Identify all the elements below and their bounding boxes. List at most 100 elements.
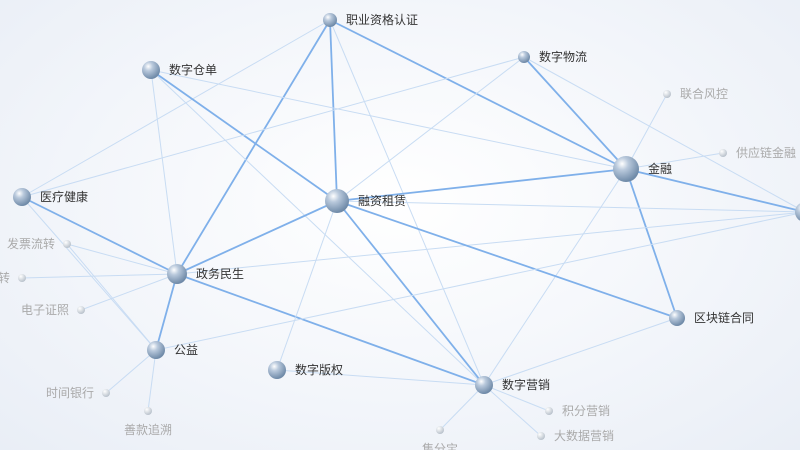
graph-edge <box>483 168 627 386</box>
graph-edge <box>336 56 525 202</box>
graph-edge <box>150 69 178 275</box>
graph-node[interactable]: 金融 <box>613 156 672 182</box>
node-label: 电子证照 <box>21 303 69 317</box>
graph-node[interactable]: 积分营销 <box>545 404 610 418</box>
node-sphere[interactable] <box>13 188 31 206</box>
graph-node[interactable]: 集分宝 <box>422 426 458 450</box>
graph-node[interactable]: 电子证照 <box>21 303 85 317</box>
graph-node[interactable]: 数字物流 <box>518 49 587 64</box>
node-sphere[interactable] <box>436 426 444 434</box>
node-label: 公益 <box>174 343 198 357</box>
node-sphere[interactable] <box>518 51 530 63</box>
node-label: 联合风控 <box>680 86 728 101</box>
node-label: 集分宝 <box>422 441 458 450</box>
graph-node[interactable]: 联合风控 <box>663 86 728 101</box>
graph-node[interactable]: 公益 <box>147 341 198 359</box>
graph-node[interactable]: 数字营销 <box>475 376 550 394</box>
graph-edge <box>21 196 157 351</box>
edges-layer <box>21 19 800 437</box>
graph-node[interactable]: 转 <box>0 270 26 285</box>
node-sphere[interactable] <box>669 310 685 326</box>
node-sphere[interactable] <box>268 361 286 379</box>
node-label: 融资租赁 <box>358 194 406 208</box>
node-label: 大数据营销 <box>554 428 614 443</box>
graph-edge <box>21 19 331 198</box>
graph-edge <box>523 56 800 210</box>
graph-edge <box>105 349 157 394</box>
node-label: 政务民生 <box>196 266 244 281</box>
graph-node[interactable]: 职业资格认证 <box>323 12 418 27</box>
graph-node[interactable] <box>795 202 800 222</box>
node-sphere[interactable] <box>795 202 800 222</box>
graph-edge <box>625 168 678 319</box>
graph-edge <box>176 19 331 275</box>
graph-node[interactable]: 融资租赁 <box>325 189 406 213</box>
graph-edge <box>276 369 485 386</box>
graph-edge <box>329 19 627 170</box>
node-label: 区块链合同 <box>694 310 754 325</box>
node-sphere[interactable] <box>323 13 337 27</box>
graph-edge <box>66 243 178 275</box>
node-sphere[interactable] <box>719 149 727 157</box>
node-sphere[interactable] <box>77 306 85 314</box>
graph-edge <box>483 317 678 386</box>
node-label: 职业资格认证 <box>346 12 418 27</box>
graph-node[interactable]: 供应链金融 <box>719 145 796 160</box>
graph-node[interactable]: 大数据营销 <box>537 428 614 443</box>
graph-edge <box>336 200 678 319</box>
graph-edge <box>155 273 178 351</box>
graph-edge <box>176 211 800 275</box>
graph-node[interactable]: 数字版权 <box>268 361 343 379</box>
node-sphere[interactable] <box>144 407 152 415</box>
node-label: 数字版权 <box>295 362 343 377</box>
node-sphere[interactable] <box>475 376 493 394</box>
node-label: 积分营销 <box>562 404 610 418</box>
node-label: 善款追溯 <box>124 422 172 437</box>
graph-edge <box>523 56 627 170</box>
node-sphere[interactable] <box>325 189 349 213</box>
node-sphere[interactable] <box>63 240 71 248</box>
graph-edge <box>80 273 178 311</box>
graph-edge <box>625 93 668 170</box>
graph-node[interactable]: 政务民生 <box>167 264 244 284</box>
graph-edge <box>66 243 157 351</box>
node-label: 发票流转 <box>7 236 55 251</box>
node-sphere[interactable] <box>102 389 110 397</box>
node-label: 时间银行 <box>46 386 94 400</box>
node-sphere[interactable] <box>147 341 165 359</box>
graph-edge <box>21 196 178 275</box>
node-label: 供应链金融 <box>736 145 796 160</box>
graph-edge <box>176 200 338 275</box>
node-label: 数字营销 <box>502 377 550 392</box>
graph-edge <box>276 200 338 371</box>
node-label: 医疗健康 <box>40 189 88 204</box>
node-label: 转 <box>0 270 10 285</box>
graph-node[interactable]: 数字仓单 <box>142 61 217 79</box>
graph-edge <box>150 69 627 170</box>
graph-node[interactable]: 发票流转 <box>7 236 71 251</box>
node-sphere[interactable] <box>663 90 671 98</box>
node-label: 数字仓单 <box>169 62 217 77</box>
graph-node[interactable]: 时间银行 <box>46 386 110 400</box>
node-sphere[interactable] <box>545 407 553 415</box>
graph-node[interactable]: 善款追溯 <box>124 407 172 437</box>
node-sphere[interactable] <box>613 156 639 182</box>
node-label: 数字物流 <box>539 49 587 64</box>
node-sphere[interactable] <box>142 61 160 79</box>
graph-node[interactable]: 医疗健康 <box>13 188 88 206</box>
graph-edge <box>483 384 550 412</box>
node-sphere[interactable] <box>18 274 26 282</box>
graph-edge <box>336 200 485 386</box>
graph-node[interactable]: 区块链合同 <box>669 310 754 326</box>
graph-edge <box>155 212 800 351</box>
graph-edge <box>150 69 485 386</box>
graph-edge <box>439 384 485 431</box>
graph-edge <box>336 200 800 213</box>
node-sphere[interactable] <box>167 264 187 284</box>
graph-edge <box>336 168 627 202</box>
node-sphere[interactable] <box>537 432 545 440</box>
graph-edge <box>176 273 485 386</box>
node-label: 金融 <box>648 161 672 176</box>
